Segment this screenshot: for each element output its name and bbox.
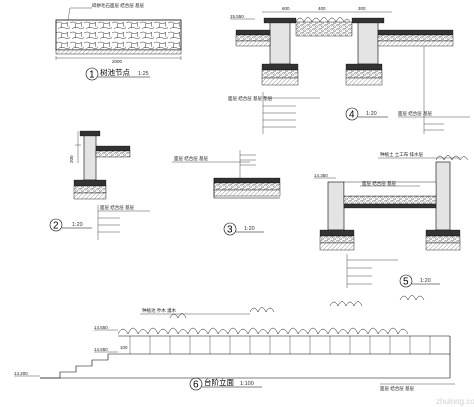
detail-1-title: 树池节点 <box>100 67 130 77</box>
dim-d5: 100 <box>120 345 128 350</box>
dim-d4: 300 <box>358 6 366 11</box>
detail-1: 碎拼毛石面层 结合层 基层 2000 1 树池节点 1:25 <box>55 2 182 81</box>
dim-d1: 2000 <box>112 59 123 64</box>
detail-4-scale: 1:20 <box>366 111 377 117</box>
detail-6-scale: 1:100 <box>240 381 254 387</box>
detail-2-scale: 1:20 <box>72 222 83 228</box>
elev-e3: 14.550 <box>94 325 108 330</box>
svg-text:碎拼毛石面层 结合层 基层: 碎拼毛石面层 结合层 基层 <box>92 2 144 9</box>
svg-text:面层 结合层 基层: 面层 结合层 基层 <box>174 155 208 162</box>
detail-5-number: 5 <box>403 277 409 288</box>
detail-4: 15.550 600 400 300 面层 结合层 基层 垫层 <box>228 6 470 134</box>
detail-6-number: 6 <box>193 380 199 391</box>
detail-3-scale: 1:20 <box>244 226 255 232</box>
svg-text:种植池 乔木 灌木: 种植池 乔木 灌木 <box>142 307 176 314</box>
dim-d3: 400 <box>318 6 326 11</box>
detail-2: 200 面层 结合层 基层 2 1:20 <box>49 130 150 240</box>
svg-text:面层 结合层 基层: 面层 结合层 基层 <box>100 204 134 211</box>
elev-e1: 15.550 <box>230 14 244 19</box>
detail-5: 14.350 种植土 土工布 排水层 面层 结合层 基层 5 1:20 <box>314 151 469 288</box>
detail-6: 14.550 14.550 14.200 <box>14 295 455 392</box>
terrace-posts <box>129 336 431 354</box>
detail-5-scale: 1:20 <box>420 278 431 284</box>
detail-2-number: 2 <box>53 221 59 232</box>
detail-1-number: 1 <box>89 70 95 81</box>
elev-e5: 14.200 <box>14 371 28 376</box>
detail-3-number: 3 <box>227 225 233 236</box>
elev-e4: 14.550 <box>94 347 108 352</box>
svg-text:面层 结合层 基层 垫层: 面层 结合层 基层 垫层 <box>228 95 273 102</box>
detail-6-title: 台阶立面 <box>204 377 234 387</box>
detail-4-number: 4 <box>349 110 355 121</box>
watermark: zhulong.com <box>436 397 474 406</box>
svg-text:种植土 土工布 排水层: 种植土 土工布 排水层 <box>380 151 423 158</box>
svg-text:200: 200 <box>69 155 74 163</box>
detail-1-scale: 1:25 <box>138 71 149 77</box>
svg-text:面层 结合层 基层: 面层 结合层 基层 <box>398 110 432 117</box>
svg-text:面层 结合层 基层: 面层 结合层 基层 <box>380 385 414 392</box>
dim-d2: 600 <box>282 6 290 11</box>
svg-text:面层 结合层 基层: 面层 结合层 基层 <box>362 180 396 187</box>
detail-3: 面层 结合层 基层 3 1:20 <box>172 150 281 236</box>
elev-e2: 14.350 <box>314 173 328 178</box>
